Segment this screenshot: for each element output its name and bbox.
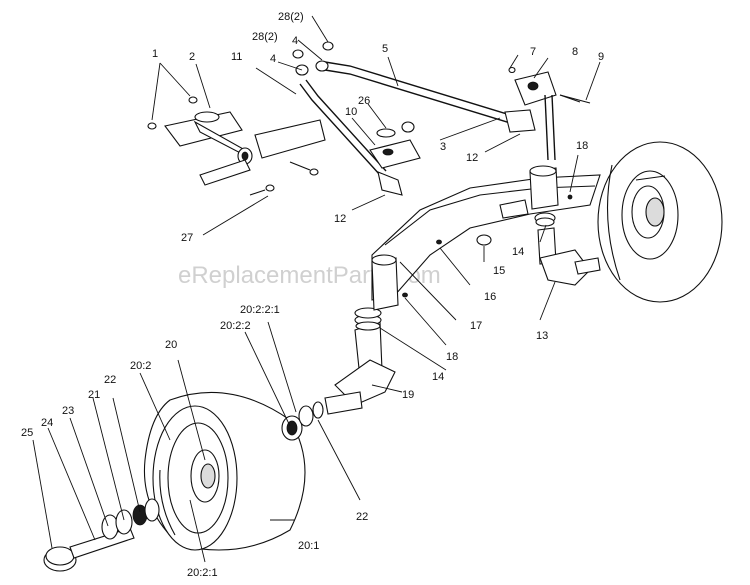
right-wheel — [597, 141, 723, 303]
callout-19: 19 — [402, 389, 414, 401]
callout-23: 23 — [62, 405, 74, 417]
callout-20-2-2: 20:2:2 — [220, 320, 251, 332]
left-spindle — [324, 307, 396, 415]
callout-14b: 14 — [432, 371, 444, 383]
callout-20: 20 — [165, 339, 177, 351]
front-axle — [371, 165, 601, 311]
callout-15: 15 — [493, 265, 505, 277]
callout-9: 9 — [598, 51, 604, 63]
callout-28a: 28(2) — [278, 11, 304, 23]
callout-20-2-2-1: 20:2:2:1 — [240, 304, 280, 316]
callout-13: 13 — [536, 330, 548, 342]
callout-1: 1 — [152, 48, 158, 60]
callout-12a: 12 — [334, 213, 346, 225]
mounting-plate — [147, 96, 326, 186]
callout-10: 10 — [345, 106, 357, 118]
tie-rod — [315, 60, 536, 133]
callout-26: 26 — [358, 95, 370, 107]
leader-lines — [32, 15, 601, 563]
callout-14a: 14 — [512, 246, 524, 258]
left-axle-hardware — [43, 401, 324, 572]
callout-22b: 22 — [356, 511, 368, 523]
callout-28b: 28(2) — [252, 31, 278, 43]
callout-16: 16 — [484, 291, 496, 303]
center-bracket — [369, 121, 421, 169]
callout-3: 3 — [440, 141, 446, 153]
callout-7: 7 — [530, 46, 536, 58]
callout-18b: 18 — [446, 351, 458, 363]
callout-17: 17 — [470, 320, 482, 332]
callout-18a: 18 — [576, 140, 588, 152]
callout-12b: 12 — [466, 152, 478, 164]
drag-link — [295, 64, 403, 196]
callout-4a: 4 — [270, 53, 276, 65]
callout-5: 5 — [382, 43, 388, 55]
callout-20-2: 20:2 — [130, 360, 151, 372]
left-wheel — [143, 391, 306, 551]
callout-11: 11 — [231, 51, 242, 63]
callout-labels: 1 2 3 4 4 5 7 8 9 10 11 12 12 13 14 14 1… — [21, 11, 604, 579]
callout-4b: 4 — [292, 35, 298, 47]
callout-20-1: 20:1 — [298, 540, 319, 552]
callout-8: 8 — [572, 46, 578, 58]
callout-24: 24 — [41, 417, 53, 429]
callout-27: 27 — [181, 232, 193, 244]
callout-21: 21 — [88, 389, 100, 401]
callout-22a: 22 — [104, 374, 116, 386]
callout-20-2-1: 20:2:1 — [187, 567, 218, 579]
callout-25: 25 — [21, 427, 33, 439]
hardware-fasteners — [249, 41, 581, 331]
callout-2: 2 — [189, 51, 195, 63]
